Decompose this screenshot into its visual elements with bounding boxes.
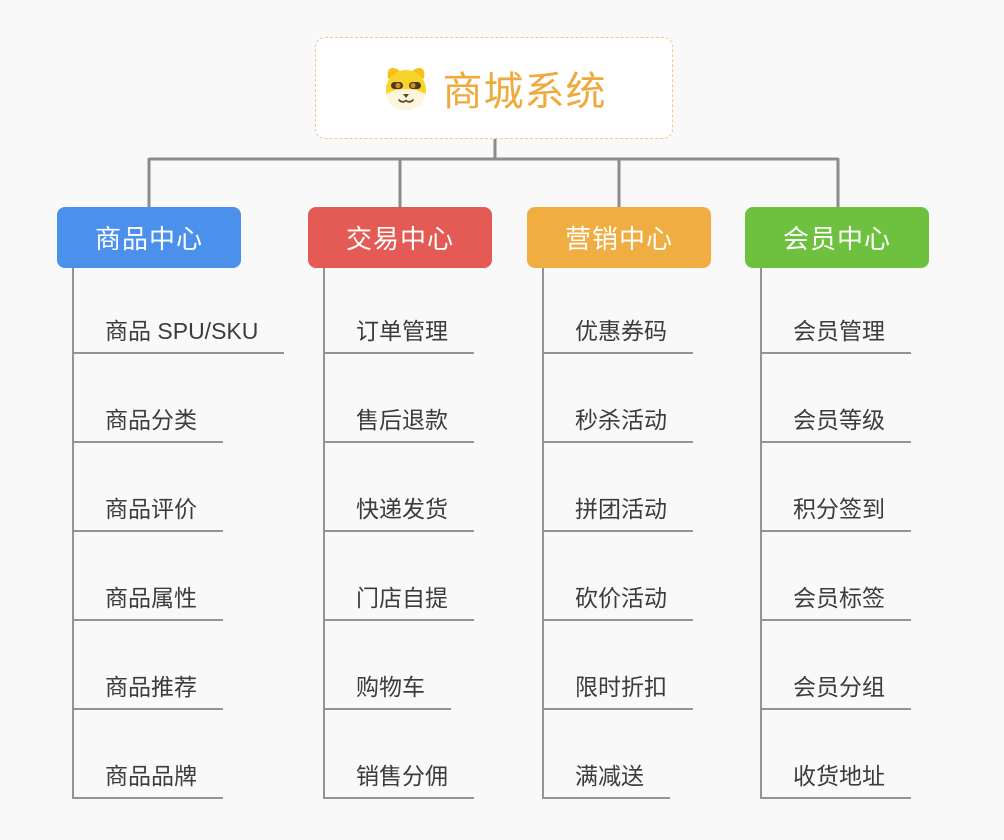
leaf-item: 积分签到	[760, 443, 995, 532]
leaf-label[interactable]: 积分签到	[760, 490, 911, 532]
branch-marketing-center: 营销中心 优惠券码 秒杀活动 拼团活动 砍价活动 限时折扣 满减送	[527, 207, 777, 799]
branch-node-marketing-center[interactable]: 营销中心	[527, 207, 711, 268]
leaf-label[interactable]: 商品分类	[72, 401, 223, 443]
leaf-item: 商品品牌	[72, 710, 307, 799]
leaf-label[interactable]: 满减送	[542, 757, 670, 799]
leaf-label[interactable]: 拼团活动	[542, 490, 693, 532]
leaf-item: 砍价活动	[542, 532, 777, 621]
leaf-item: 门店自提	[323, 532, 558, 621]
leaf-label[interactable]: 购物车	[323, 668, 451, 710]
branch-leaves: 订单管理 售后退款 快递发货 门店自提 购物车 销售分佣	[323, 268, 558, 799]
leaf-label[interactable]: 收货地址	[760, 757, 911, 799]
leaf-label[interactable]: 会员管理	[760, 312, 911, 354]
leaf-label[interactable]: 商品 SPU/SKU	[72, 312, 285, 354]
leaf-item: 限时折扣	[542, 621, 777, 710]
leaf-label[interactable]: 限时折扣	[542, 668, 693, 710]
branch-node-member-center[interactable]: 会员中心	[745, 207, 929, 268]
leaf-item: 订单管理	[323, 268, 558, 354]
leaf-label[interactable]: 商品品牌	[72, 757, 223, 799]
leaf-label[interactable]: 会员等级	[760, 401, 911, 443]
branch-node-product-center[interactable]: 商品中心	[57, 207, 241, 268]
leaf-item: 秒杀活动	[542, 354, 777, 443]
leaf-label[interactable]: 销售分佣	[323, 757, 474, 799]
leaf-label[interactable]: 售后退款	[323, 401, 474, 443]
leaf-label[interactable]: 商品评价	[72, 490, 223, 532]
root-node-mall-system[interactable]: 商城系统	[315, 37, 673, 139]
leaf-label[interactable]: 商品属性	[72, 579, 223, 621]
leaf-item: 售后退款	[323, 354, 558, 443]
root-title: 商城系统	[442, 70, 607, 114]
leaf-item: 快递发货	[323, 443, 558, 532]
leaf-label[interactable]: 优惠券码	[542, 312, 693, 354]
leaf-item: 购物车	[323, 621, 558, 710]
leaf-label[interactable]: 快递发货	[323, 490, 474, 532]
leaf-item: 优惠券码	[542, 268, 777, 354]
branch-node-trade-center[interactable]: 交易中心	[308, 207, 492, 268]
connector-group	[147, 139, 840, 208]
leaf-label[interactable]: 商品推荐	[72, 668, 223, 710]
leaf-item: 商品 SPU/SKU	[72, 268, 307, 354]
leaf-item: 拼团活动	[542, 443, 777, 532]
branch-leaves: 会员管理 会员等级 积分签到 会员标签 会员分组 收货地址	[760, 268, 995, 799]
leaf-label[interactable]: 会员标签	[760, 579, 911, 621]
leaf-item: 会员标签	[760, 532, 995, 621]
dog-face-icon	[385, 67, 426, 110]
leaf-label[interactable]: 会员分组	[760, 668, 911, 710]
leaf-item: 满减送	[542, 710, 777, 799]
branch-leaves: 商品 SPU/SKU 商品分类 商品评价 商品属性 商品推荐 商品品牌	[72, 268, 307, 799]
leaf-label[interactable]: 秒杀活动	[542, 401, 693, 443]
leaf-item: 会员管理	[760, 268, 995, 354]
leaf-item: 会员分组	[760, 621, 995, 710]
leaf-item: 商品分类	[72, 354, 307, 443]
leaf-item: 商品推荐	[72, 621, 307, 710]
leaf-item: 会员等级	[760, 354, 995, 443]
branch-product-center: 商品中心 商品 SPU/SKU 商品分类 商品评价 商品属性 商品推荐 商品品牌	[57, 207, 307, 799]
leaf-item: 商品评价	[72, 443, 307, 532]
leaf-label[interactable]: 门店自提	[323, 579, 474, 621]
leaf-item: 商品属性	[72, 532, 307, 621]
branch-leaves: 优惠券码 秒杀活动 拼团活动 砍价活动 限时折扣 满减送	[542, 268, 777, 799]
leaf-label[interactable]: 砍价活动	[542, 579, 693, 621]
branch-member-center: 会员中心 会员管理 会员等级 积分签到 会员标签 会员分组 收货地址	[745, 207, 995, 799]
branch-trade-center: 交易中心 订单管理 售后退款 快递发货 门店自提 购物车 销售分佣	[308, 207, 558, 799]
leaf-item: 收货地址	[760, 710, 995, 799]
leaf-label[interactable]: 订单管理	[323, 312, 474, 354]
leaf-item: 销售分佣	[323, 710, 558, 799]
